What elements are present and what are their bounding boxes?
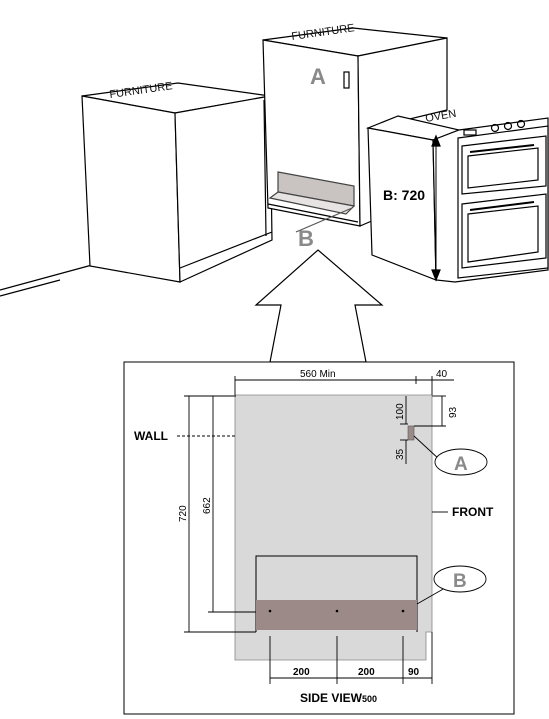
marker-a-oval [434, 448, 488, 476]
oven-3d [365, 115, 549, 283]
bracket-a-part [407, 425, 415, 441]
oven-height-label: B: 720 [383, 187, 425, 203]
marker-a-3d: A [310, 64, 326, 89]
dim-width-min: 560 Min [300, 369, 336, 380]
wall-label: WALL [134, 429, 168, 443]
dim-offset-top: 40 [436, 369, 448, 380]
dim-100: 100 [395, 403, 406, 420]
dim-662: 662 [202, 497, 213, 514]
marker-a-side: A [454, 454, 468, 475]
dim-bottom-200-left: 200 [293, 667, 310, 678]
bracket-outline [255, 555, 418, 632]
dim-35: 35 [395, 448, 406, 460]
oven-label: OVEN [424, 108, 457, 125]
side-view: 560 Min 40 100 93 35 720 662 200 200 90 … [123, 361, 515, 715]
callout-arrow [254, 249, 384, 363]
side-view-title-suffix: 500 [362, 694, 377, 704]
floor-line [0, 264, 93, 297]
side-view-title-text: SIDE VIEW [300, 691, 363, 705]
marker-b-3d: B [298, 226, 314, 251]
bracket-b-bar [256, 600, 417, 630]
bracket-b-3d [268, 171, 356, 233]
front-label: FRONT [452, 505, 494, 519]
side-view-title: SIDE VIEW500 [300, 691, 377, 705]
marker-b-side: B [453, 571, 467, 592]
dim-93: 93 [448, 406, 459, 418]
dim-720: 720 [178, 505, 189, 522]
marker-b-oval [433, 565, 487, 593]
furniture-cabinet-left [81, 82, 273, 283]
furniture-cabinet-right [262, 27, 448, 227]
dim-bottom-90: 90 [408, 667, 420, 678]
bracket-a-3d [343, 71, 350, 89]
dim-bottom-200-right: 200 [358, 667, 375, 678]
perspective-view [0, 27, 549, 297]
